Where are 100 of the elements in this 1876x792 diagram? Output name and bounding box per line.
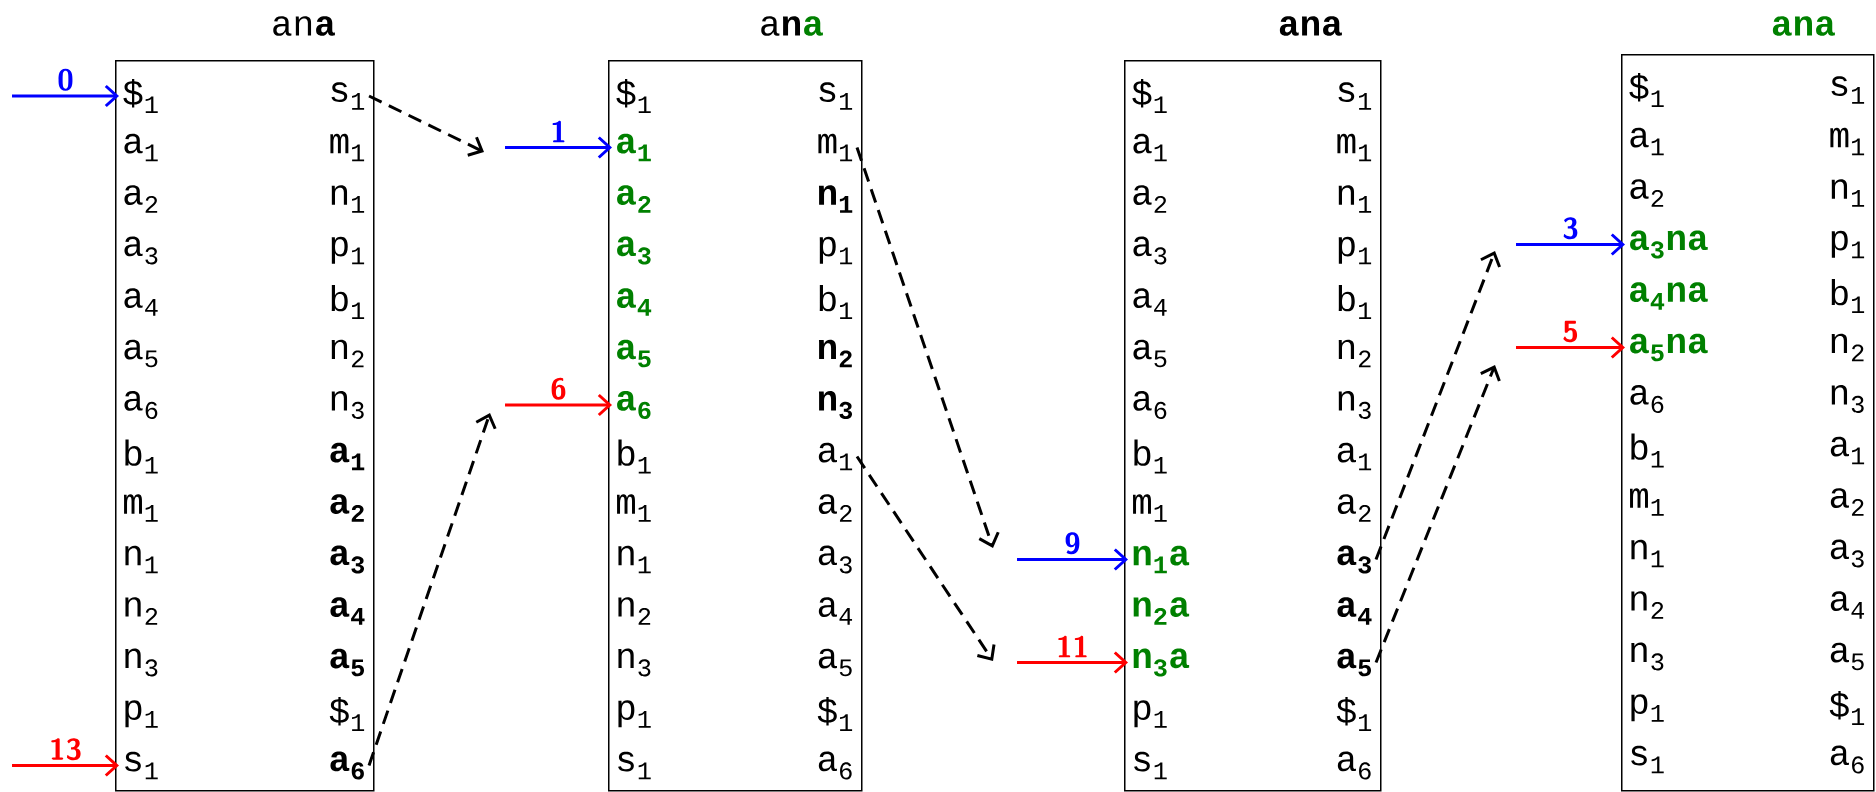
row-entry: p$_{1}$ <box>1631 694 1664 722</box>
row-entry: a$_{2}$ <box>1830 488 1864 516</box>
row-entry: a$_{3}$ <box>1337 545 1372 574</box>
row-entry: n$_{2}$ <box>1831 333 1864 362</box>
arrow <box>12 754 119 777</box>
row-entry: a$_{1}$ <box>1133 133 1167 162</box>
row-entry: a$_{5}$ <box>330 648 364 677</box>
arrow <box>1017 651 1128 674</box>
edge-label: 1 <box>549 119 568 144</box>
row-entry: n$_{3}$ <box>1338 391 1371 419</box>
row-entry: n$_{3}$ <box>818 391 853 419</box>
row-entry: b$_{1}$ <box>125 439 158 474</box>
row-entry: n$_{1}$a <box>1133 545 1190 574</box>
row-entry: s$_{1}$ <box>331 82 365 110</box>
row-entry: n$_{1}$ <box>818 185 853 213</box>
row-entry: a$_{1}$ <box>1830 436 1865 465</box>
arrow <box>1516 233 1625 256</box>
edge-label: 11 <box>1055 634 1090 659</box>
row-entry: p$_{1}$ <box>819 236 853 265</box>
row-entry: a$_{3}$ <box>1830 539 1864 568</box>
row-entry: n$_{2}$ <box>125 597 158 625</box>
row-entry: n$_{3}$ <box>618 648 651 677</box>
row-entry: a$_{5}$na <box>1630 333 1708 362</box>
dashed-arrow <box>1374 365 1501 664</box>
row-entry: b$_{1}$ <box>1134 439 1167 474</box>
row-entry: a$_{3}$na <box>1630 230 1708 259</box>
row-entry: a$_{3}$ <box>818 545 852 574</box>
row-entry: $$_{1}$ <box>616 79 651 113</box>
row-entry: a$_{6}$ <box>1133 391 1167 419</box>
row-entry: m$_{1}$ <box>330 133 365 162</box>
column-heading: ana <box>761 16 823 36</box>
row-entry: b$_{1}$ <box>819 284 853 320</box>
dashed-arrow <box>368 94 484 157</box>
row-entry: a$_{2}$ <box>1133 185 1167 213</box>
row-entry: n$_{1}$ <box>1338 185 1372 213</box>
row-entry: s$_{1}$ <box>1338 82 1372 110</box>
dashed-arrow <box>1374 251 1501 561</box>
row-entry: a$_{2}$ <box>617 185 651 213</box>
column-heading: ana <box>273 16 335 36</box>
row-entry: s$_{1}$ <box>125 751 158 780</box>
row-entry: p$_{1}$ <box>125 700 158 728</box>
edge-label: 6 <box>549 376 568 401</box>
row-entry: s$_{1}$ <box>819 82 853 110</box>
row-entry: a$_{4}$ <box>124 288 158 316</box>
row-entry: m$_{1}$ <box>1132 494 1167 522</box>
row-entry: $$_{1}$ <box>817 697 853 731</box>
row-entry: a$_{5}$ <box>1830 642 1864 671</box>
row-entry: $$_{1}$ <box>1336 697 1372 731</box>
dashed-arrow <box>855 147 1000 548</box>
row-entry: b$_{1}$ <box>331 284 365 320</box>
arrow <box>1516 336 1625 359</box>
dashed-arrow <box>367 413 497 766</box>
row-entry: a$_{1}$ <box>124 133 158 162</box>
row-entry: n$_{2}$ <box>1338 339 1371 368</box>
edge-label: 9 <box>1063 531 1082 556</box>
table-box <box>1621 54 1875 792</box>
row-entry: n$_{2}$a <box>1133 597 1190 625</box>
row-entry: a$_{4}$ <box>1337 597 1372 625</box>
row-entry: a$_{3}$ <box>617 236 651 265</box>
row-entry: b$_{1}$ <box>1831 278 1865 314</box>
arrow <box>1017 548 1128 571</box>
row-entry: n$_{1}$ <box>331 185 365 213</box>
row-entry: n$_{1}$ <box>1631 539 1664 568</box>
row-entry: a$_{2}$ <box>1337 494 1371 522</box>
row-entry: m$_{1}$ <box>1830 127 1865 156</box>
edge-label: 5 <box>1561 319 1580 344</box>
row-entry: n$_{2}$ <box>331 339 364 368</box>
row-entry: a$_{4}$ <box>1830 591 1865 619</box>
edge-label: 3 <box>1561 216 1580 241</box>
row-entry: a$_{1}$ <box>330 442 365 471</box>
row-entry: p$_{1}$ <box>331 236 365 265</box>
row-entry: a$_{5}$ <box>818 648 852 677</box>
row-entry: $$_{1}$ <box>329 697 365 731</box>
row-entry: a$_{2}$ <box>124 185 158 213</box>
row-entry: b$_{1}$ <box>618 439 651 474</box>
row-entry: a$_{6}$ <box>330 751 364 780</box>
row-entry: p$_{1}$ <box>618 700 651 728</box>
row-entry: $$_{1}$ <box>1829 691 1865 725</box>
row-entry: n$_{1}$ <box>618 545 651 574</box>
dashed-arrow <box>855 455 996 661</box>
row-entry: s$_{1}$ <box>1631 745 1664 774</box>
row-entry: a$_{5}$ <box>1133 339 1167 368</box>
table-box <box>115 60 375 792</box>
edge-label: 0 <box>56 67 75 92</box>
row-entry: a$_{2}$ <box>330 494 364 522</box>
row-entry: a$_{6}$ <box>124 391 158 419</box>
row-entry: a$_{5}$ <box>124 339 158 368</box>
row-entry: a$_{4}$ <box>818 597 853 625</box>
row-entry: a$_{3}$ <box>1133 236 1167 265</box>
row-entry: n$_{3}$ <box>125 648 158 677</box>
row-entry: m$_{1}$ <box>123 494 158 522</box>
row-entry: n$_{1}$ <box>125 545 158 574</box>
row-entry: n$_{3}$ <box>331 391 364 419</box>
table-box <box>1124 60 1382 792</box>
row-entry: n$_{1}$ <box>1831 179 1865 207</box>
column-heading: ana <box>1772 16 1835 36</box>
row-entry: a$_{1}$ <box>617 133 651 162</box>
row-entry: a$_{5}$ <box>617 339 651 368</box>
row-entry: a$_{4}$ <box>1133 288 1167 316</box>
row-entry: s$_{1}$ <box>618 751 651 780</box>
